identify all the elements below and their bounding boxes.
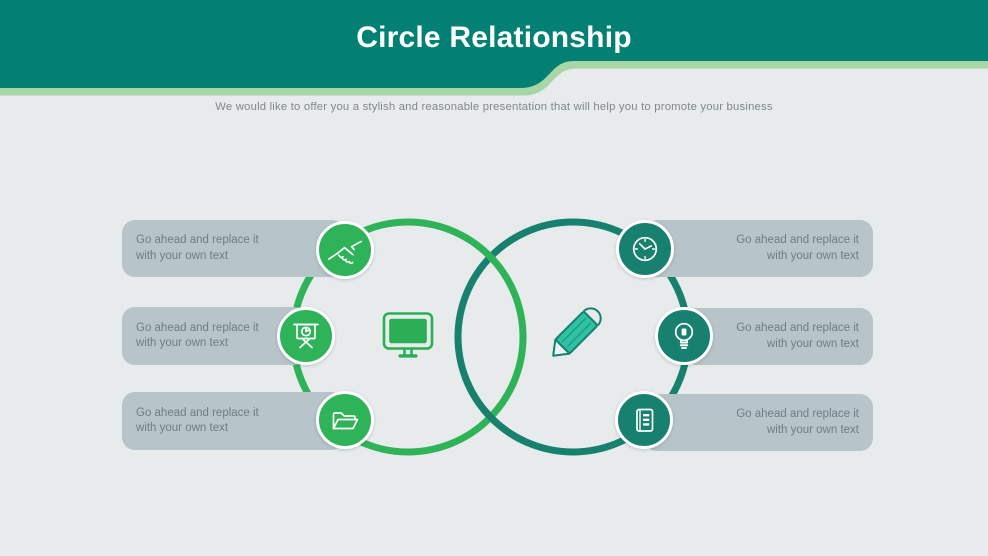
- text-line: with your own text: [766, 423, 859, 436]
- header-shape: [0, 0, 988, 88]
- open-folder-icon: [332, 412, 359, 430]
- text-line: Go ahead and replace it: [736, 322, 859, 334]
- notebook-icon: [636, 408, 654, 432]
- presentation-board-icon: [293, 323, 319, 349]
- text-box-right-2[interactable]: Go ahead and replace it with your own te…: [684, 308, 873, 365]
- page-title: Circle Relationship: [356, 21, 632, 54]
- clock-icon: [632, 236, 658, 262]
- subtitle: We would like to offer you a stylish and…: [215, 101, 773, 113]
- text-box-right-1[interactable]: Go ahead and replace it with your own te…: [645, 220, 873, 277]
- icon-badge-notebook: [615, 391, 673, 449]
- text-box-left-1[interactable]: Go ahead and replace it with your own te…: [122, 220, 345, 277]
- text-line: Go ahead and replace it: [736, 408, 859, 420]
- lightbulb-icon: [674, 322, 694, 349]
- right-circle-overlap-arc: [461, 375, 526, 445]
- icon-badge-lightbulb: [655, 307, 713, 365]
- text-line: with your own text: [136, 337, 229, 349]
- handshake-icon: [328, 240, 362, 265]
- text-box-left-2[interactable]: Go ahead and replace it with your own te…: [122, 307, 307, 365]
- text-box-right-3[interactable]: Go ahead and replace it with your own te…: [644, 394, 873, 451]
- icon-badge-handshake: [316, 221, 374, 279]
- text-line: with your own text: [766, 337, 859, 350]
- icon-badge-presentation: [277, 307, 335, 365]
- text-line: Go ahead and replace it: [136, 234, 259, 246]
- text-line: Go ahead and replace it: [136, 406, 259, 419]
- header-banner: [0, 0, 988, 96]
- text-line: Go ahead and replace it: [736, 234, 859, 246]
- text-line: with your own text: [136, 422, 229, 434]
- text-line: with your own text: [136, 249, 229, 262]
- icon-badge-clock: [616, 220, 674, 278]
- icon-badge-folder: [316, 391, 374, 449]
- pencil-icon: [552, 307, 602, 357]
- text-line: with your own text: [766, 249, 859, 262]
- text-line: Go ahead and replace it: [136, 321, 259, 334]
- text-box-left-3[interactable]: Go ahead and replace it with your own te…: [122, 392, 344, 450]
- monitor-icon: [382, 312, 434, 358]
